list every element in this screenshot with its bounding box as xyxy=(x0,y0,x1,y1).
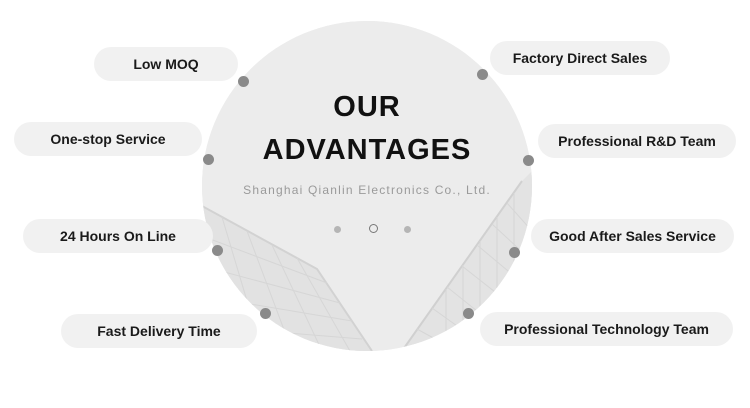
connector-dot xyxy=(523,155,534,166)
company-name: Shanghai Qianlin Electronics Co., Ltd. xyxy=(243,183,491,197)
connector-dot xyxy=(203,154,214,165)
advantage-after-sales-service: Good After Sales Service xyxy=(531,219,734,253)
advantage-24-hours-online: 24 Hours On Line xyxy=(23,219,213,253)
connector-dot xyxy=(477,69,488,80)
connector-dot xyxy=(463,308,474,319)
carousel-dot-2[interactable] xyxy=(369,224,378,233)
advantage-technology-team: Professional Technology Team xyxy=(480,312,733,346)
advantage-one-stop-service: One-stop Service xyxy=(14,122,202,156)
connector-dot xyxy=(509,247,520,258)
title-line-2: ADVANTAGES xyxy=(262,134,472,166)
connector-dot xyxy=(238,76,249,87)
connector-dot xyxy=(260,308,271,319)
advantage-low-moq: Low MOQ xyxy=(94,47,238,81)
advantage-factory-direct-sales: Factory Direct Sales xyxy=(490,41,670,75)
carousel-dot-1[interactable] xyxy=(334,226,341,233)
connector-dot xyxy=(212,245,223,256)
title-line-1: OUR xyxy=(333,91,401,123)
carousel-dot-3[interactable] xyxy=(404,226,411,233)
advantage-professional-rd-team: Professional R&D Team xyxy=(538,124,736,158)
advantage-fast-delivery: Fast Delivery Time xyxy=(61,314,257,348)
